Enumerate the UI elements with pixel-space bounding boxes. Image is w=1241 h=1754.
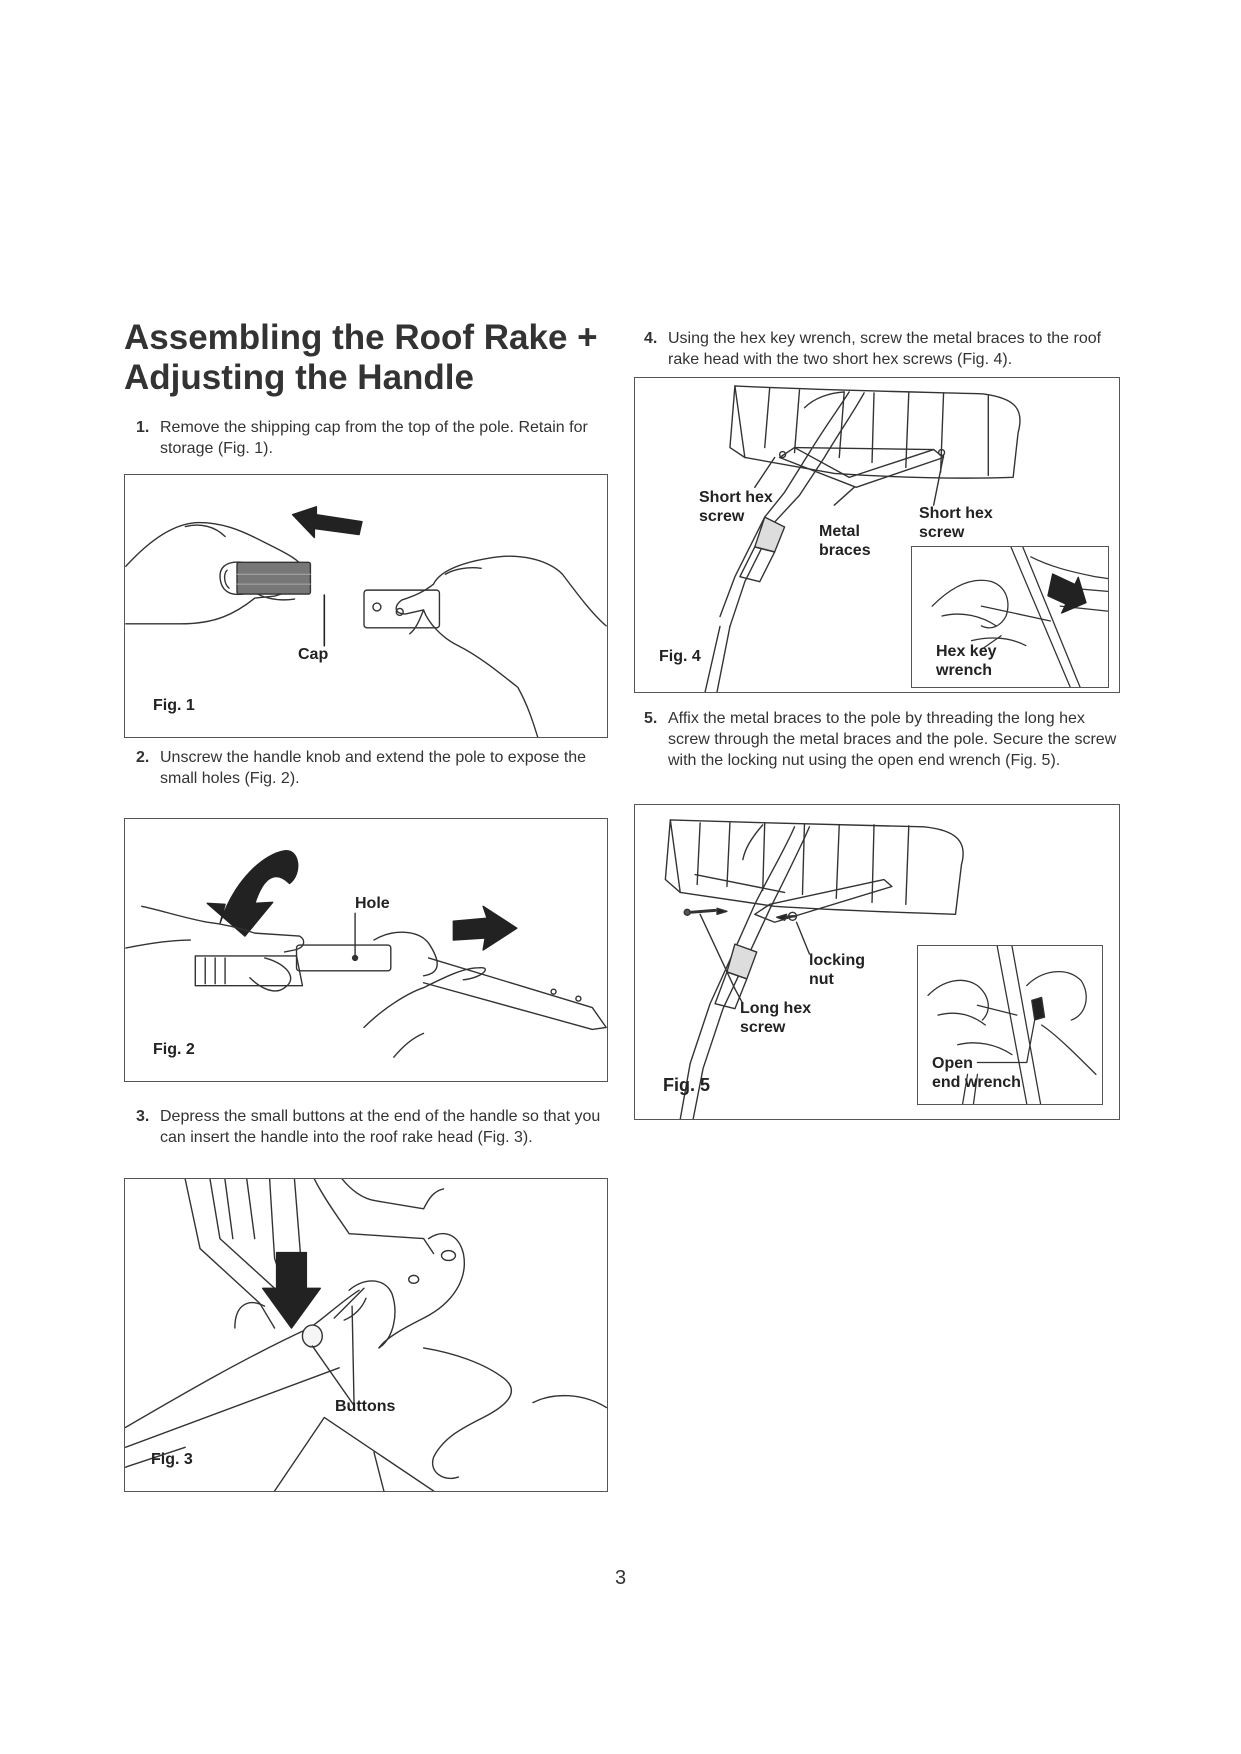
figure-3: Buttons Fig. 3 [124,1178,608,1492]
callout-hex-key-wrench: Hex key wrench [936,643,997,679]
step-number: 4. [644,330,658,347]
page-title: Assembling the Roof Rake + Adjusting the… [124,318,624,398]
callout-metal-braces: Metal braces [819,523,871,559]
fig1-illustration [125,506,607,737]
figure-1: Cap Fig. 1 [124,474,608,738]
step-4: 4. Using the hex key wrench, screw the m… [644,328,1124,370]
fig3-illustration [125,1179,607,1491]
step-number: 5. [644,710,658,727]
callout-short-hex-screw-right: Short hex screw [919,505,993,541]
fig5-label: Fig. 5 [663,1075,711,1095]
figure-2: Hole Fig. 2 [124,818,608,1082]
fig1-label: Fig. 1 [153,697,195,714]
step-text: Using the hex key wrench, screw the meta… [668,330,1102,368]
title-line-2: Adjusting the Handle [124,358,474,397]
step-text: Unscrew the handle knob and extend the p… [160,749,587,787]
fig4-inset-illustration [931,547,1108,687]
fig5-illustration [664,819,964,1119]
callout-hole: Hole [355,895,390,912]
fig5-inset-illustration [927,946,1097,1104]
figure-5: locking nut Long hex screw Fig. 5 Open e… [634,804,1120,1120]
step-text: Affix the metal braces to the pole by th… [668,710,1117,769]
step-number: 1. [136,419,150,436]
step-3: 3. Depress the small buttons at the end … [136,1106,612,1148]
callout-short-hex-screw-left: Short hex screw [699,489,773,525]
fig4-illustration [704,385,1021,692]
fig2-illustration [125,850,607,1058]
fig2-label: Fig. 2 [153,1041,195,1058]
figure-4: Short hex screw Metal braces Short hex s… [634,377,1120,693]
fig4-detail-inset: Hex key wrench [911,546,1109,688]
step-2: 2. Unscrew the handle knob and extend th… [136,747,612,789]
callout-cap: Cap [298,646,329,663]
step-text: Remove the shipping cap from the top of … [160,419,588,457]
fig5-detail-inset: Open end wrench [917,945,1103,1105]
step-number: 3. [136,1108,150,1125]
step-text: Depress the small buttons at the end of … [160,1108,601,1146]
step-5: 5. Affix the metal braces to the pole by… [644,708,1124,771]
step-1: 1. Remove the shipping cap from the top … [136,417,612,459]
page-number: 3 [614,1567,627,1589]
callout-buttons: Buttons [335,1398,396,1415]
title-line-1: Assembling the Roof Rake + [124,318,598,357]
fig4-label: Fig. 4 [659,648,701,665]
callout-open-end-wrench: Open end wrench [932,1055,1021,1091]
callout-locking-nut: locking nut [809,952,866,988]
fig3-label: Fig. 3 [151,1451,193,1468]
step-number: 2. [136,749,150,766]
callout-long-hex-screw: Long hex screw [740,1000,812,1036]
